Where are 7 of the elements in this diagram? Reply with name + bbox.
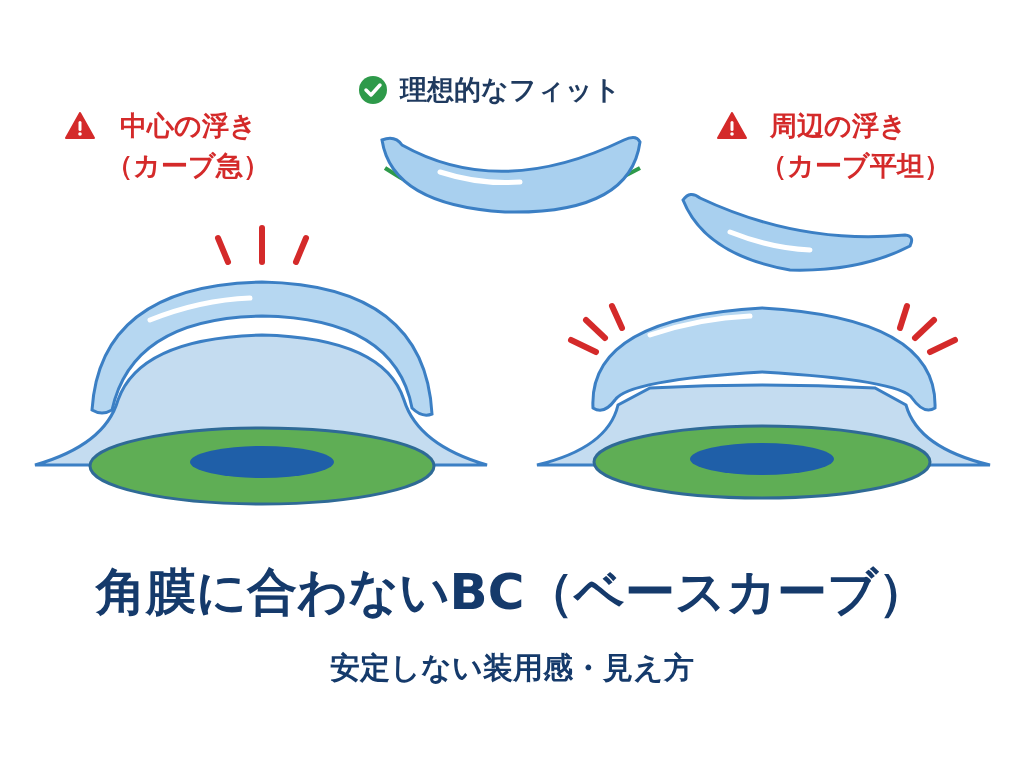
label: 周辺の浮き — [770, 109, 907, 143]
label: 中心の浮き — [120, 109, 257, 143]
label: 理想的なフィット — [400, 73, 621, 107]
label: （カーブ急） — [106, 149, 270, 183]
caption: 安定しない装用感・見え方 — [329, 649, 695, 687]
label: （カーブ平坦） — [760, 149, 951, 183]
title: 角膜に合わないBC（ベースカーブ） — [94, 562, 930, 623]
